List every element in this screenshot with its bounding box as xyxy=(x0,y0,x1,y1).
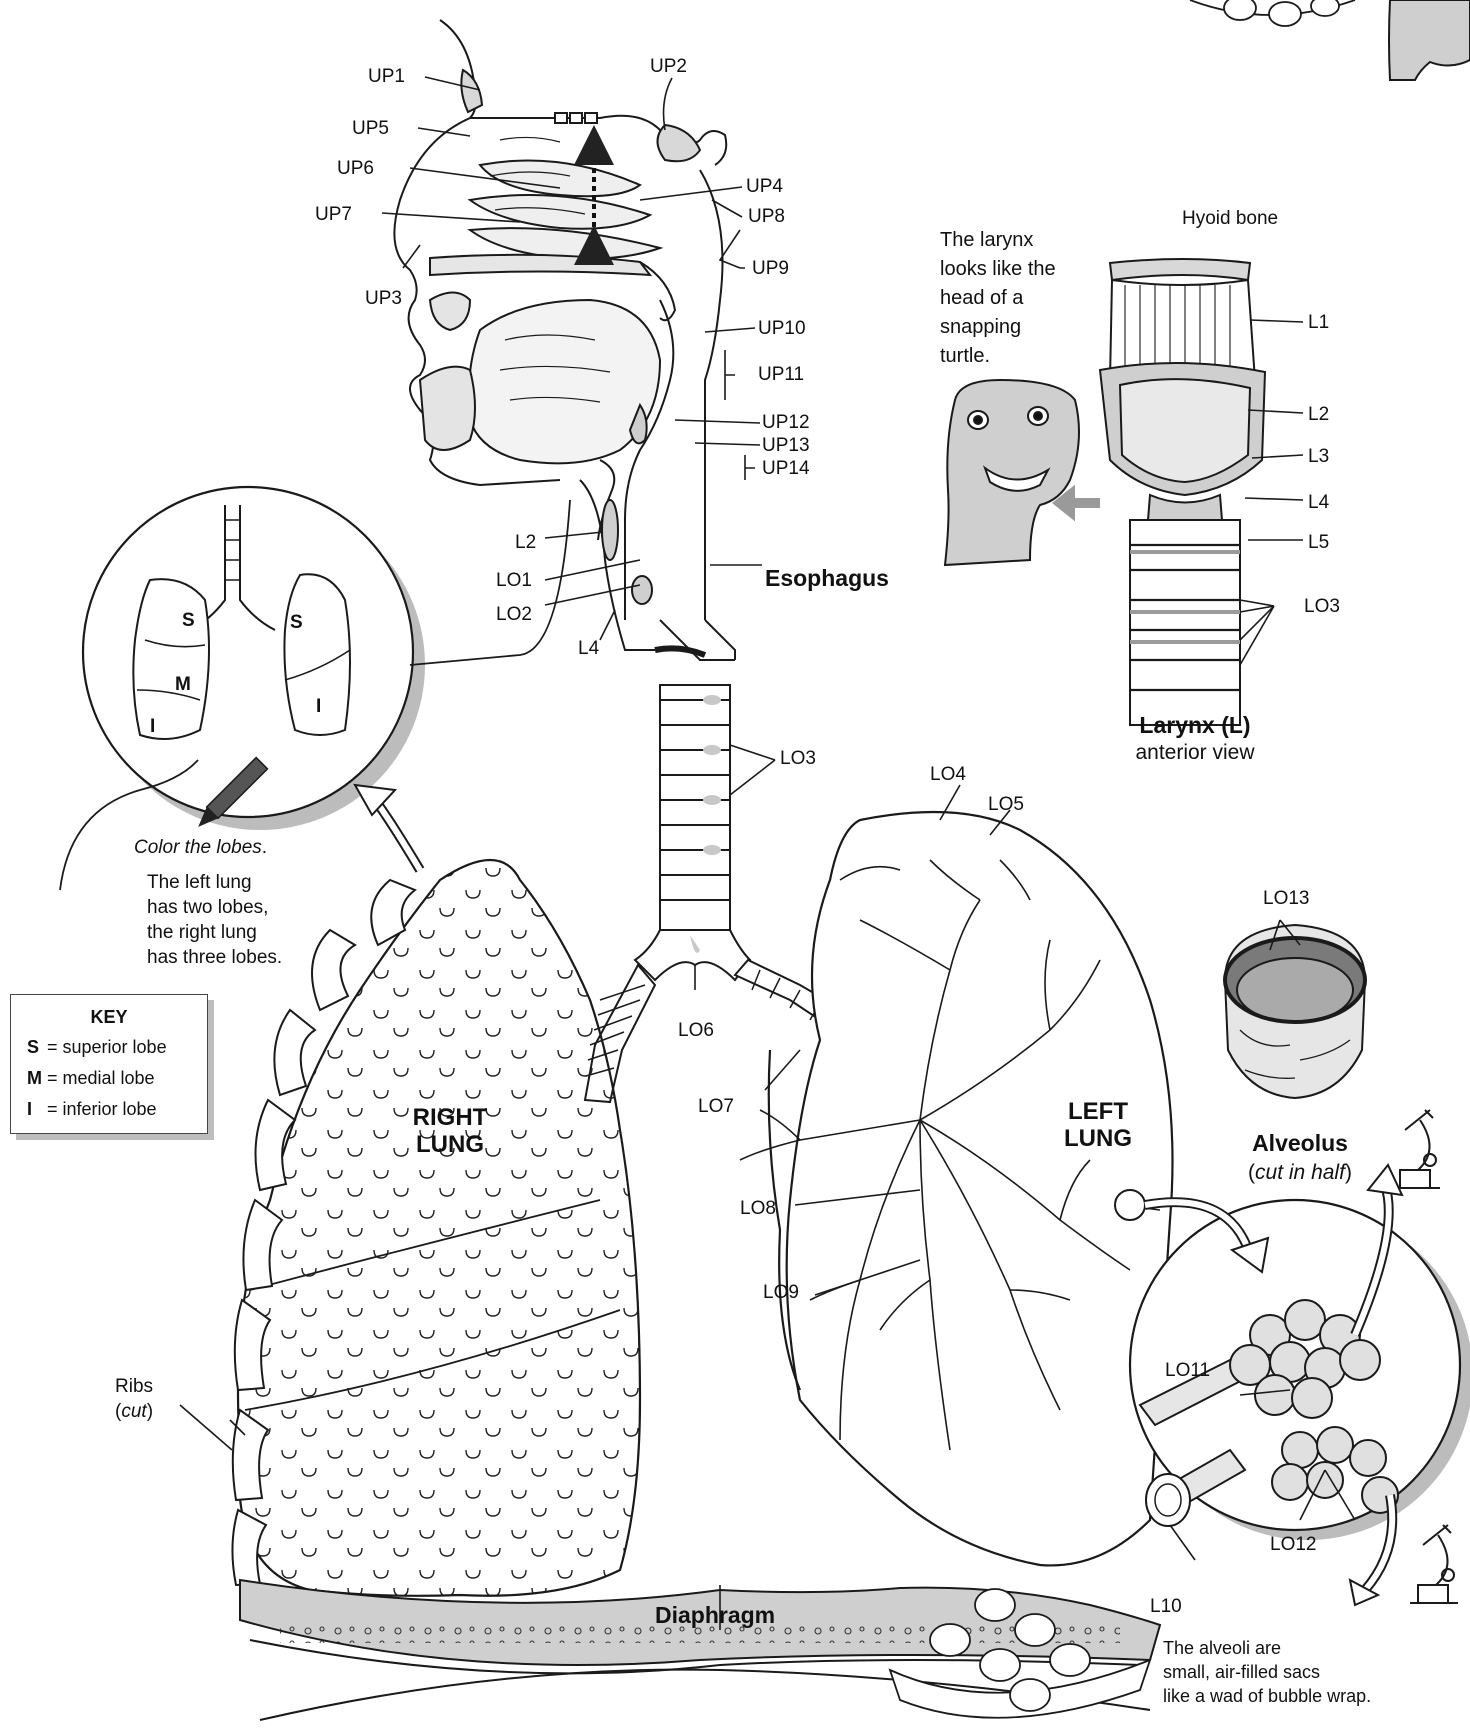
alveolus-title: Alveolus xyxy=(1235,1130,1365,1156)
label-hyoid-bone: Hyoid bone xyxy=(1182,208,1278,230)
microscope-icon xyxy=(1392,1110,1440,1188)
label-lo11: LO11 xyxy=(1165,1360,1210,1382)
inset-label-m: M xyxy=(175,674,191,696)
label-diaphragm: Diaphragm xyxy=(655,1602,775,1628)
label-esophagus: Esophagus xyxy=(765,565,889,591)
label-up12: UP12 xyxy=(762,412,810,434)
label-l4: L4 xyxy=(1308,492,1329,514)
turtle-head-illustration-top xyxy=(1389,0,1470,80)
key-legend: KEY S= superior lobe M= medial lobe I= i… xyxy=(10,994,208,1134)
larynx-anterior-view xyxy=(1100,259,1265,725)
label-l5: L5 xyxy=(1308,532,1329,554)
label-up10: UP10 xyxy=(758,318,806,340)
inset-label-i-right: I xyxy=(150,716,155,738)
label-lo1: LO1 xyxy=(496,570,532,592)
label-lo5: LO5 xyxy=(988,794,1024,816)
label-up13: UP13 xyxy=(762,435,810,457)
alveolus-subtitle: (cut in half) xyxy=(1215,1162,1385,1184)
inset-label-i-left: I xyxy=(316,696,321,718)
larynx-title: Larynx (L) xyxy=(1120,712,1270,738)
label-larynx-lo3: LO3 xyxy=(1304,596,1340,618)
label-lo2: LO2 xyxy=(496,604,532,626)
label-lo12: LO12 xyxy=(1270,1534,1316,1556)
label-up3: UP3 xyxy=(365,288,402,310)
label-lo7: LO7 xyxy=(698,1096,734,1118)
inset-label-s-right: S xyxy=(182,610,195,632)
label-neck-l4: L4 xyxy=(578,638,599,660)
key-row-inferior: I= inferior lobe xyxy=(27,1094,207,1125)
label-trachea-lo3: LO3 xyxy=(780,748,816,770)
label-lo4: LO4 xyxy=(930,764,966,786)
label-lo13: LO13 xyxy=(1263,888,1309,910)
turtle-head-illustration xyxy=(945,380,1079,565)
label-up11: UP11 xyxy=(758,364,804,386)
label-up7: UP7 xyxy=(315,204,352,226)
right-lung xyxy=(232,860,640,1596)
left-lung xyxy=(740,812,1173,1565)
color-note: Color the lobes. xyxy=(134,835,267,860)
label-up8: UP8 xyxy=(748,206,785,228)
label-lo6: LO6 xyxy=(678,1020,714,1042)
key-row-medial: M= medial lobe xyxy=(27,1063,207,1094)
label-up5: UP5 xyxy=(352,118,389,140)
label-up2: UP2 xyxy=(650,56,687,78)
head-sagittal-section xyxy=(394,20,726,620)
label-up4: UP4 xyxy=(746,176,783,198)
label-l3: L3 xyxy=(1308,446,1329,468)
label-up1: UP1 xyxy=(368,66,405,88)
key-row-superior: S= superior lobe xyxy=(27,1032,207,1063)
label-ribs: Ribs (cut) xyxy=(115,1374,153,1424)
label-l1: L1 xyxy=(1308,312,1329,334)
turtle-note: The larynx looks like the head of a snap… xyxy=(940,226,1056,371)
label-lo9: LO9 xyxy=(763,1282,799,1304)
larynx-subtitle: anterior view xyxy=(1110,742,1280,764)
label-up9: UP9 xyxy=(752,258,789,280)
key-title: KEY xyxy=(11,1007,207,1028)
bubble-wrap-illustration-top xyxy=(1190,0,1355,26)
inset-label-s-left: S xyxy=(290,612,303,634)
label-up6: UP6 xyxy=(337,158,374,180)
label-l2: L2 xyxy=(1308,404,1329,426)
label-neck-l2: L2 xyxy=(515,532,536,554)
alveolus-cut-illustration xyxy=(1225,925,1365,1098)
alveoli-note: The alveoli are small, air-filled sacs l… xyxy=(1163,1636,1371,1708)
label-lo8: LO8 xyxy=(740,1198,776,1220)
lobes-note: The left lung has two lobes, the right l… xyxy=(147,870,282,970)
microscope-icon xyxy=(1410,1525,1458,1603)
label-l10: L10 xyxy=(1150,1596,1182,1618)
label-up14: UP14 xyxy=(762,458,810,480)
trachea xyxy=(635,685,750,980)
